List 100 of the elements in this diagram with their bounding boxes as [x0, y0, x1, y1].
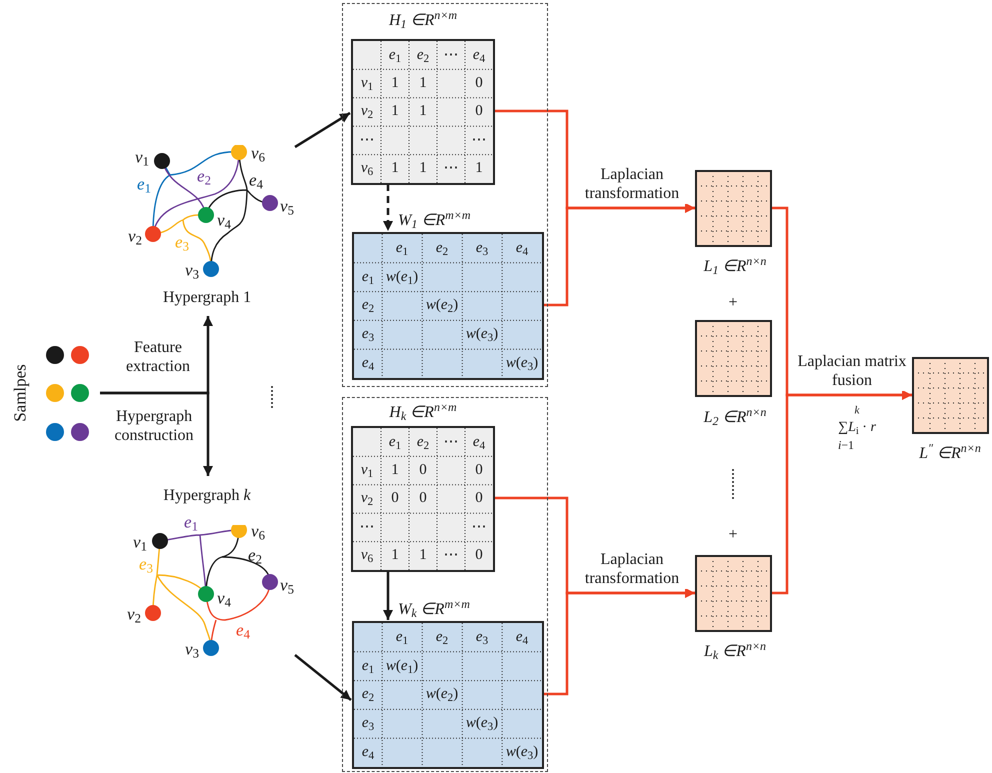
vertex-label: v$_{3}$: [185, 262, 199, 278]
matrix-entry: e$_{1}$: [396, 240, 408, 256]
matrix-entry: ⋯: [444, 161, 458, 176]
formula-text: i−1: [838, 439, 854, 451]
matrix-entry: w(e$_{2}$): [426, 687, 458, 702]
matrix-entry: 0: [475, 76, 483, 92]
matrix-caption: L$_{1}$ ∈R$^{n×n}$: [704, 255, 766, 279]
matrix-entry: e$_{3}$: [362, 327, 374, 342]
matrix-entry: 0: [419, 491, 427, 506]
vertex-label: v$_{4}$: [217, 590, 231, 606]
matrix-entry: ⋯: [444, 548, 458, 564]
matrix-entry: 1: [419, 76, 427, 92]
matrix-entry: ⋯: [360, 132, 374, 148]
formula-text: k: [854, 406, 860, 416]
matrix-entry: 1: [419, 104, 427, 120]
hyperedge-label: e$_{2}$: [197, 168, 211, 184]
matrix-entry: 1: [391, 161, 399, 176]
matrix-entry: e$_{3}$: [476, 240, 488, 256]
matrix-entry: e$_{1}$: [396, 630, 408, 645]
vertex-label: v$_{6}$: [251, 522, 265, 540]
vertex-label: v$_{1}$: [135, 148, 149, 166]
matrix-entry: e$_{1}$: [362, 270, 374, 285]
matrix-entry: e$_{1}$: [388, 48, 402, 63]
matrix-entry: ⋯: [444, 434, 458, 450]
matrix-entry: e$_{2}$: [416, 434, 430, 450]
matrix-entry: 0: [391, 491, 399, 506]
matrix-entry: v$_{6}$: [360, 161, 374, 176]
arrow: [543, 203, 695, 306]
vertex-label: v$_{6}$: [251, 144, 265, 162]
matrix-title: W$_{1}$ ∈R$^{m×m}$: [398, 209, 471, 233]
matrix-entry: 1: [419, 161, 427, 176]
graph-title: Hypergraph 1: [162, 288, 252, 308]
laplacian-matrix: [695, 555, 772, 632]
vertex-label: v$_{3}$: [185, 640, 199, 658]
matrix-entry: e$_{1}$: [362, 658, 374, 674]
matrix-entry: 1: [391, 76, 399, 92]
matrix-entry: w(e$_{2}$): [426, 298, 458, 314]
plus-sign: +: [728, 295, 738, 311]
plus-sign: +: [728, 527, 738, 543]
arrow: [543, 588, 695, 696]
arrow: [100, 392, 213, 476]
dashed-group-frame: [342, 3, 548, 387]
graph-title: Hypergraph k: [163, 486, 251, 506]
matrix-entry: w(e$_{3}$): [466, 716, 498, 732]
matrix-entry: 0: [475, 548, 483, 564]
matrix-entry: e$_{2}$: [416, 48, 430, 63]
formula-text: ∑L$_{i}$ · r: [838, 421, 876, 435]
matrix-entry: e$_{2}$: [362, 687, 374, 702]
matrix-entry: 1: [391, 463, 399, 478]
arrow: [383, 571, 393, 620]
vertex-label: v$_{4}$: [217, 212, 231, 228]
hyperedge-label: e$_{4}$: [236, 622, 250, 638]
matrix-entry: e$_{4}$: [362, 745, 374, 760]
matrix-entry: e$_{3}$: [362, 716, 374, 732]
matrix-entry: e$_{4}$: [516, 240, 528, 256]
matrix-entry: ⋯: [444, 48, 458, 63]
group-label: Samlpes: [9, 364, 30, 422]
hyperedge-label: e$_{1}$: [137, 176, 151, 192]
matrix-entry: 1: [419, 548, 427, 564]
hyperedge-label: e$_{2}$: [248, 546, 262, 564]
matrix-entry: v$_{2}$: [360, 104, 374, 120]
vertex-label: v$_{5}$: [280, 198, 294, 214]
matrix-entry: v$_{1}$: [360, 463, 374, 478]
arrow: [383, 184, 393, 231]
matrix-entry: w(e$_{3}$): [466, 327, 498, 342]
matrix-title: H$_{1}$ ∈R$^{n×m}$: [388, 9, 458, 33]
matrix-entry: 0: [475, 491, 483, 506]
hyperedge-label: e$_{4}$: [249, 172, 263, 188]
matrix-entry: v$_{2}$: [360, 491, 374, 506]
matrix-entry: e$_{3}$: [476, 630, 488, 645]
dashed-group-frame: [342, 397, 548, 772]
matrix-entry: w(e$_{1}$): [386, 658, 418, 674]
vertex-label: v$_{5}$: [280, 576, 294, 594]
matrix-entry: v$_{1}$: [360, 76, 374, 92]
matrix-entry: e$_{1}$: [388, 434, 402, 450]
laplacian-matrix: [912, 357, 989, 434]
vertex-label: v$_{2}$: [128, 228, 142, 244]
matrix-entry: e$_{4}$: [516, 630, 528, 645]
matrix-entry: 0: [475, 463, 483, 478]
matrix-entry: w(e$_{3}$): [506, 745, 538, 760]
matrix-title: W$_{k}$ ∈R$^{m×m}$: [398, 598, 470, 622]
matrix-entry: ⋯: [360, 520, 374, 535]
arrow: [294, 112, 351, 148]
matrix-caption: L$_{2}$ ∈R$^{n×n}$: [704, 406, 766, 430]
matrix-entry: 1: [475, 161, 483, 176]
matrix-entry: e$_{2}$: [436, 630, 448, 645]
laplacian-matrix: [695, 170, 772, 247]
vertex-label: v$_{1}$: [133, 534, 147, 550]
hyperedge-label: e$_{3}$: [139, 556, 153, 572]
matrix-entry: 1: [391, 104, 399, 120]
matrix-entry: w(e$_{3}$): [506, 356, 538, 372]
arrow: [294, 654, 352, 701]
matrix-entry: 0: [419, 463, 427, 478]
matrix-caption: L$_{k}$ ∈R$^{n×n}$: [704, 640, 766, 664]
matrix-entry: 0: [475, 104, 483, 120]
matrix-entry: ⋯: [472, 520, 486, 535]
matrix-entry: e$_{2}$: [436, 240, 448, 256]
matrix-caption: L$^{″}$ ∈R$^{n×n}$: [919, 442, 981, 464]
matrix-entry: w(e$_{1}$): [386, 270, 418, 285]
hyperedge-label: e$_{3}$: [175, 234, 189, 250]
